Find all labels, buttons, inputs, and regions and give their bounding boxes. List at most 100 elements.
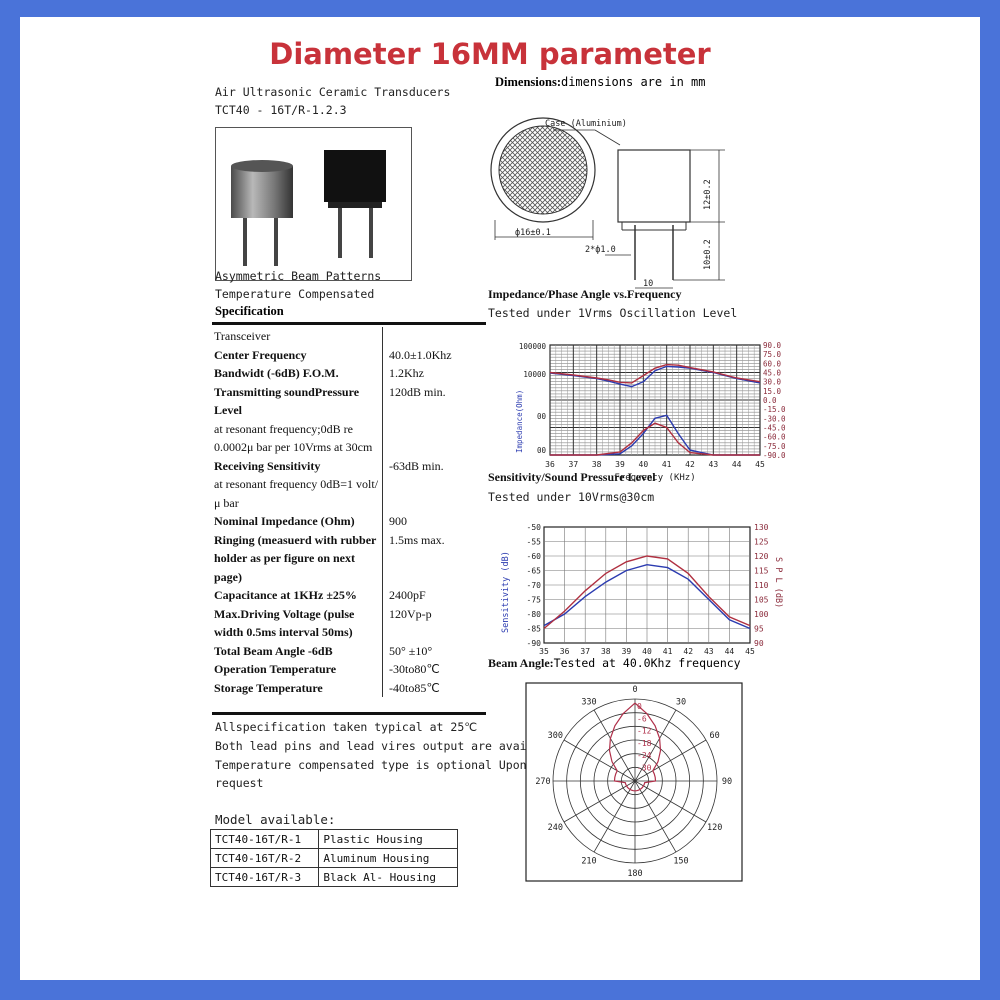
diameter-label: ф16±0.1 <box>515 228 551 238</box>
x-tick-label: 42 <box>683 647 693 655</box>
spec-row: Capacitance at 1KHz ±25%2400pF <box>212 586 486 605</box>
pin-length-label: 10±0.2 <box>703 239 713 270</box>
y-tick-label: 100000 <box>519 342 547 351</box>
spec-row: Nominal Impedance (Ohm)900 <box>212 512 486 531</box>
spec-value: 40.0±1.0Khz <box>389 347 452 362</box>
note-typical: Allspecification taken typical at 25℃ <box>215 720 478 734</box>
x-tick-label: 45 <box>755 460 765 469</box>
y2-tick-label: -15.0 <box>763 405 786 414</box>
impedance-chart-subtitle: Tested under 1Vrms Oscillation Level <box>488 306 738 320</box>
angle-label: 30 <box>676 697 686 707</box>
spec-value <box>383 420 487 457</box>
doc-heading: Air Ultrasonic Ceramic Transducers <box>215 85 451 99</box>
x-axis-label: Frequency (KHz) <box>614 473 695 483</box>
pitch-label: 10 <box>643 279 653 289</box>
spec-label: Receiving Sensitivity <box>212 456 383 475</box>
radial-tick-label: -6 <box>637 714 647 723</box>
y2-tick-label: 30.0 <box>763 378 782 387</box>
y-tick-label: -60 <box>527 552 542 561</box>
y2-tick-label: -90.0 <box>763 451 786 460</box>
y2-tick-label: -30.0 <box>763 414 786 423</box>
spec-label: Total Beam Angle -6dB <box>212 641 383 660</box>
y-axis-label: Sensitivity (dB) <box>501 551 511 633</box>
dimensions-title-bold: Dimensions: <box>495 75 561 89</box>
x-tick-label: 40 <box>639 460 649 469</box>
spec-value: 2400pF <box>389 588 426 602</box>
x-tick-label: 41 <box>662 460 672 469</box>
datasheet: Diameter 16MM parameter Air Ultrasonic C… <box>20 17 980 980</box>
x-tick-label: 39 <box>615 460 625 469</box>
y2-tick-label: 115 <box>754 567 769 576</box>
note-lead-pins: Both lead pins and lead vires output are… <box>215 739 562 753</box>
spec-label: Operation Temperature <box>212 660 383 679</box>
spec-value: 50° ±10° <box>389 643 433 658</box>
y-tick-label: -90 <box>527 639 542 648</box>
x-tick-label: 37 <box>569 460 579 469</box>
spec-row: Receiving Sensitivity -63dB min. <box>212 456 486 475</box>
polar-spoke <box>593 709 636 782</box>
spec-value: -63dB min. <box>389 458 444 473</box>
beam-title-rest: Tested at 40.0Khz frequency <box>553 656 741 670</box>
y-tick-label: -65 <box>527 567 542 576</box>
y-tick-label: -80 <box>527 610 542 619</box>
x-tick-label: 44 <box>725 647 735 655</box>
model-desc: Aluminum Housing <box>318 848 458 868</box>
y2-tick-label: 100 <box>754 610 769 619</box>
y2-tick-label: 110 <box>754 581 769 590</box>
spec-value: 120Vp-p <box>389 606 432 621</box>
x-tick-label: 35 <box>539 647 549 655</box>
spec-row: Storage Temperature-40to85℃ <box>212 678 486 697</box>
y2-axis-label: S P L (dB) <box>773 557 783 608</box>
model-code: TCT40-16T/R-1 <box>209 829 320 849</box>
y2-tick-label: 15.0 <box>763 387 782 396</box>
spec-label: at resonant frequency;0dB re 0.0002μ bar… <box>212 419 383 457</box>
dimensions-title: Dimensions:dimensions are in mm <box>495 75 705 90</box>
y2-tick-label: 0.0 <box>763 396 777 405</box>
y-tick-label: -85 <box>527 625 542 634</box>
angle-label: 330 <box>581 697 596 707</box>
y-tick-label: 10000 <box>523 370 546 379</box>
mesh-grille <box>498 125 588 215</box>
spec-value: 1.5ms max. <box>389 532 445 547</box>
y2-tick-label: 120 <box>754 552 769 561</box>
spec-row: Total Beam Angle -6dB 50° ±10° <box>212 641 486 660</box>
spec-top-rule <box>212 322 486 325</box>
spec-row: Transceiver <box>212 327 486 346</box>
spec-row: at resonant frequency 0dB=1 volt/μ bar <box>212 475 486 512</box>
y2-tick-label: 45.0 <box>763 369 782 378</box>
angle-label: 120 <box>707 823 722 833</box>
model-desc: Plastic Housing <box>318 829 458 849</box>
spec-label: Center Frequency <box>212 345 383 364</box>
spec-label: Max.Driving Voltage (pulse width 0.5ms i… <box>212 604 383 642</box>
x-tick-label: 43 <box>704 647 714 655</box>
x-tick-label: 38 <box>601 647 611 655</box>
beam-title-bold: Beam Angle: <box>488 656 554 670</box>
x-tick-label: 39 <box>622 647 632 655</box>
radial-tick-label: -12 <box>637 727 652 736</box>
polar-spoke <box>593 780 636 853</box>
transducer-photo-image <box>231 150 386 266</box>
radial-tick-label: -24 <box>637 751 652 760</box>
spec-value <box>383 327 487 346</box>
pin-label: 2*ф1.0 <box>585 245 616 255</box>
radial-tick-label: -18 <box>637 739 652 748</box>
y-tick-label: -75 <box>527 596 542 605</box>
x-tick-label: 41 <box>663 647 673 655</box>
spec-row: Max.Driving Voltage (pulse width 0.5ms i… <box>212 604 486 642</box>
y-tick-label: -50 <box>527 523 542 532</box>
dimension-drawing: ф16±0.1 Case (Aluminium) 2*ф1.0 10 12±0.… <box>490 117 725 289</box>
angle-label: 0 <box>632 685 637 695</box>
y2-tick-label: 75.0 <box>763 350 782 359</box>
angle-label: 300 <box>548 731 563 741</box>
y-tick-label: 00 <box>537 446 547 455</box>
series-line <box>550 422 760 456</box>
angle-label: 60 <box>710 731 720 741</box>
polar-spoke <box>634 709 677 782</box>
angle-label: 150 <box>673 857 688 867</box>
x-tick-label: 43 <box>709 460 719 469</box>
x-tick-label: 40 <box>642 647 652 655</box>
